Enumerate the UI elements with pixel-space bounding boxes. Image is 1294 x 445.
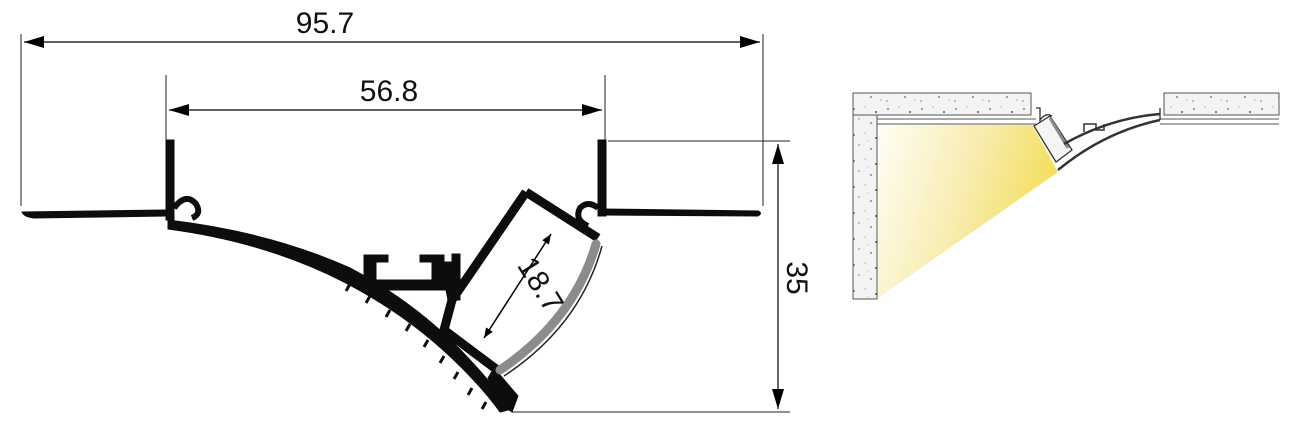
housing-lower-lip [487, 367, 519, 413]
mounting-channel [363, 253, 461, 301]
profile-section: 95.7 56.8 35 [20, 7, 813, 413]
curved-shell [167, 219, 509, 413]
dimension-overall-width-label: 95.7 [296, 7, 354, 40]
ceiling-slab-right [1163, 92, 1280, 116]
ribbed-edge [344, 283, 488, 410]
aluminium-profile [21, 139, 761, 413]
ceiling-slab-left [852, 92, 1032, 116]
plaster-lines [876, 118, 1279, 299]
right-flange [601, 208, 761, 217]
left-clip-hook [171, 195, 202, 221]
mini-profile [1033, 107, 1161, 171]
dimension-height-label: 35 [780, 261, 813, 294]
curved-diffuser-edge [503, 245, 603, 377]
extension-lines [20, 34, 790, 413]
dimension-inner-width: 56.8 [169, 75, 602, 116]
wall [852, 114, 878, 300]
dimension-height: 35 [772, 144, 813, 409]
installation-view [852, 92, 1280, 300]
right-clip-hook [575, 201, 600, 229]
light-beam [878, 125, 1058, 298]
dimension-inner-width-label: 56.8 [360, 75, 418, 108]
left-flange [21, 209, 167, 219]
curved-diffuser [495, 239, 601, 375]
dimension-overall-width: 95.7 [24, 7, 760, 48]
right-wall [597, 139, 607, 217]
left-wall [165, 139, 175, 221]
